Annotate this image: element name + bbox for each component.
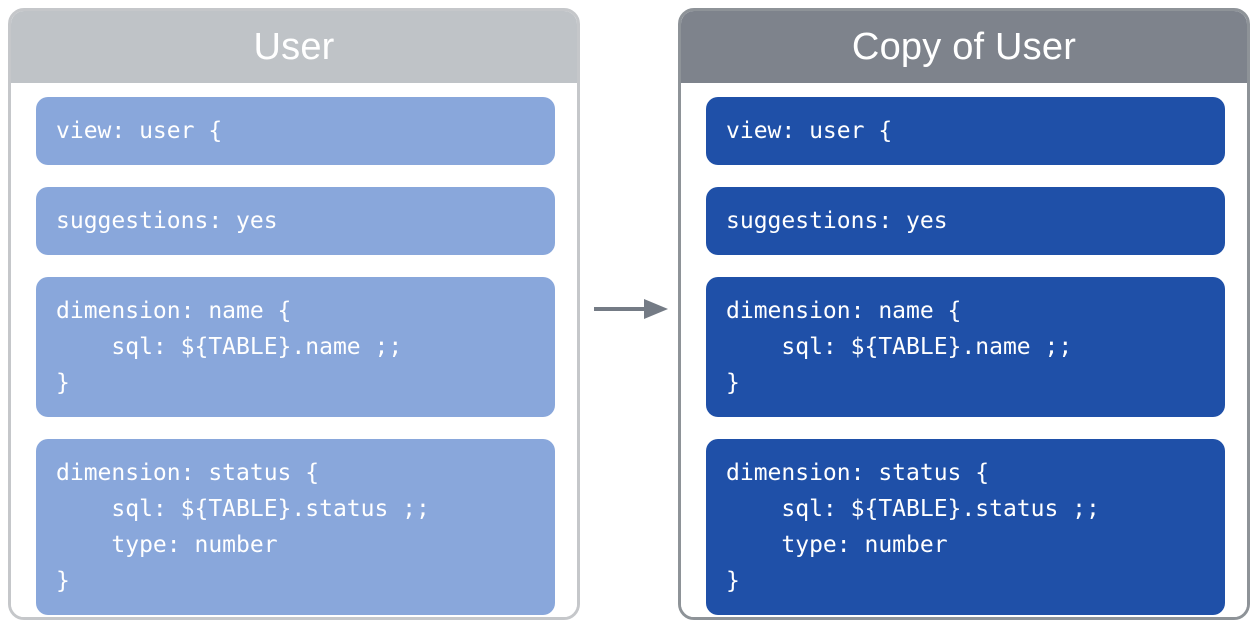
code-block-dimension-name: dimension: name { sql: ${TABLE}.name ;; … [36, 277, 555, 417]
code-block-dimension-status-copy: dimension: status { sql: ${TABLE}.status… [706, 439, 1225, 615]
panel-body-copy: view: user { suggestions: yes dimension:… [681, 83, 1247, 617]
panel-header-source: User [11, 11, 577, 83]
page-title-source: User [253, 26, 335, 68]
panel-header-copy: Copy of User [681, 11, 1247, 83]
panel-body-source: view: user { suggestions: yes dimension:… [11, 83, 577, 617]
code-block-suggestions: suggestions: yes [36, 187, 555, 255]
code-block-dimension-status: dimension: status { sql: ${TABLE}.status… [36, 439, 555, 615]
panel-copy-of-user: Copy of User view: user { suggestions: y… [678, 8, 1250, 620]
code-block-view-copy: view: user { [706, 97, 1225, 165]
code-block-view: view: user { [36, 97, 555, 165]
arrow-right-icon [594, 296, 668, 322]
page-title-copy: Copy of User [851, 26, 1077, 68]
code-block-suggestions-copy: suggestions: yes [706, 187, 1225, 255]
panel-source-user: User view: user { suggestions: yes dimen… [8, 8, 580, 620]
code-block-dimension-name-copy: dimension: name { sql: ${TABLE}.name ;; … [706, 277, 1225, 417]
